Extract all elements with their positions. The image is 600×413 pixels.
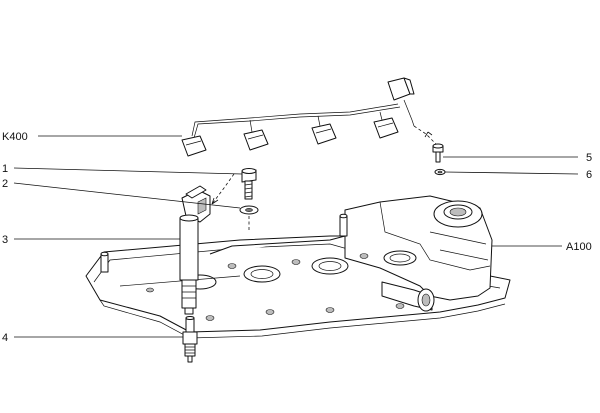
bolt-5 (432, 143, 444, 163)
label-k400: K400 (2, 131, 28, 143)
arrow-head (424, 131, 433, 138)
bolt-1 (241, 168, 257, 200)
label-a100: A100 (566, 241, 592, 253)
callout-k400: K400 (2, 131, 182, 143)
harness-connector (311, 123, 337, 145)
callout-3: 3 (2, 234, 180, 246)
label-3: 3 (2, 234, 8, 246)
label-2: 2 (2, 178, 8, 190)
leader-dashed-5 (413, 125, 437, 145)
callout-1: 1 (2, 163, 243, 175)
harness-main-plug (387, 77, 415, 101)
wiring-harness-k400 (181, 77, 415, 157)
callout-a100: A100 (492, 241, 592, 253)
harness-connector (373, 117, 399, 139)
callout-4: 4 (2, 332, 183, 344)
valve-cover-a100 (85, 195, 511, 339)
label-6: 6 (586, 169, 592, 181)
callout-2: 2 (2, 178, 241, 209)
spark-plug-4 (182, 316, 198, 363)
label-4: 4 (2, 332, 8, 344)
harness-connector (243, 129, 269, 151)
callout-5: 5 (443, 152, 592, 164)
arrow-head (211, 197, 219, 205)
washer-6 (434, 168, 446, 176)
harness-connector (181, 135, 207, 157)
ignition-coil-3 (179, 185, 211, 315)
leader-dashed-coil (211, 173, 235, 205)
label-5: 5 (586, 152, 592, 164)
callout-6: 6 (444, 169, 592, 181)
label-1: 1 (2, 163, 8, 175)
washer-2 (239, 205, 259, 215)
